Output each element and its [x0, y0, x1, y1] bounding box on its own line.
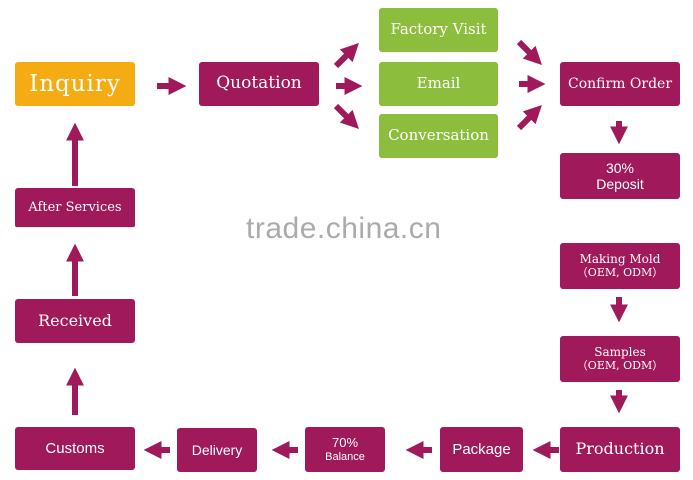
confirm-order-label: Confirm Order [567, 75, 673, 92]
quotation-label: Quotation [216, 73, 302, 94]
watermark-band-right [555, 200, 685, 230]
inquiry-node: Inquiry [15, 62, 135, 106]
arrow-quotation-to-factory-visit [333, 43, 359, 69]
arrow-factory-visit-to-confirm [516, 39, 542, 65]
after-services-label: After Services [28, 199, 122, 215]
confirm-order-node: Confirm Order [560, 62, 680, 106]
received-label: Received [38, 310, 112, 330]
balance-percent: 70% [331, 434, 359, 450]
deposit-percent: 30% [605, 159, 635, 176]
email-node: Email [379, 62, 498, 106]
received-node: Received [15, 299, 135, 343]
production-label: Production [575, 439, 665, 459]
package-label: Package [452, 440, 511, 458]
making-mold-sub: （OEM, ODM） [576, 265, 664, 279]
making-mold-node: Making Mold （OEM, ODM） [560, 243, 680, 289]
delivery-node: Delivery [177, 428, 257, 472]
arrow-quotation-to-conversation [333, 103, 359, 129]
deposit-node: 30% Deposit [560, 153, 680, 199]
customs-label: Customs [45, 439, 105, 457]
deposit-label: Deposit [596, 176, 644, 192]
factory-visit-label: Factory Visit [390, 20, 487, 39]
samples-label: Samples [594, 344, 646, 359]
samples-node: Samples （OEM, ODM） [560, 336, 680, 382]
quotation-node: Quotation [199, 62, 319, 106]
conversation-node: Conversation [379, 114, 498, 158]
after-services-node: After Services [15, 188, 135, 228]
inquiry-label: Inquiry [29, 70, 121, 97]
production-node: Production [560, 427, 680, 472]
delivery-label: Delivery [191, 441, 243, 458]
watermark-text: trade.china.cn [246, 212, 442, 245]
conversation-label: Conversation [388, 126, 489, 145]
watermark-band-left [10, 227, 142, 239]
email-label: Email [416, 74, 461, 93]
balance-node: 70% Balance [305, 427, 385, 472]
customs-node: Customs [15, 427, 135, 470]
making-mold-label: Making Mold [579, 251, 661, 266]
factory-visit-node: Factory Visit [379, 8, 498, 52]
balance-label: Balance [325, 450, 365, 463]
arrow-conversation-to-confirm [516, 105, 542, 131]
samples-sub: （OEM, ODM） [576, 358, 664, 372]
package-node: Package [440, 427, 523, 472]
